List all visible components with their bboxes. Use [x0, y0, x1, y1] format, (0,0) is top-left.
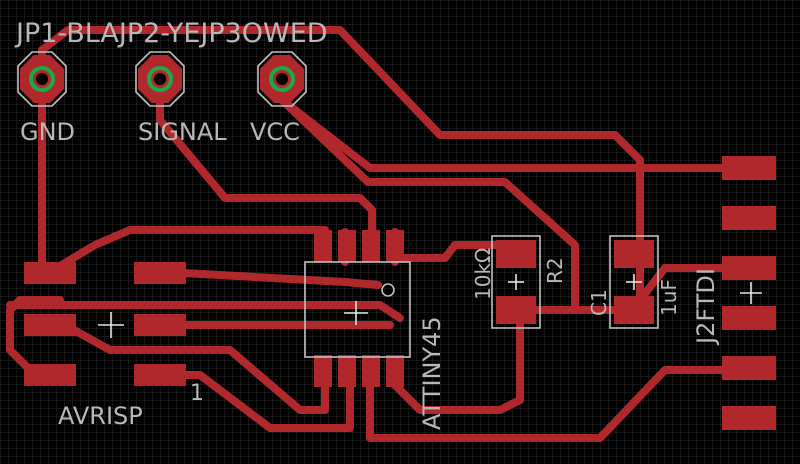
trace-isp-row1 — [161, 268, 382, 289]
ftdi-label: J2FTDI — [692, 268, 720, 346]
via-ring-vcc — [269, 66, 295, 92]
avrisp-pad-5 — [24, 364, 76, 386]
capacitor-pad-bottom — [614, 296, 654, 324]
silkscreen-text: JP1-BLAJP2-YEJP3OWED GND SIGNAL VCC AVRI… — [14, 18, 720, 430]
avrisp-pad-6 — [134, 364, 186, 386]
ic-pad-top-3 — [362, 230, 380, 262]
avrisp-label: AVRISP — [58, 402, 143, 430]
trace-isp-pin1 — [161, 356, 354, 432]
resistor-value: 10kΩ — [471, 248, 495, 300]
resistor-name: R2 — [543, 257, 567, 284]
trace-ftdi-row3 — [636, 264, 744, 304]
avrisp-pad-3 — [24, 314, 76, 336]
ic-pad-bottom-4 — [386, 355, 404, 387]
pin-label-signal: SIGNAL — [138, 118, 227, 146]
resistor-pad-bottom — [496, 296, 536, 324]
trace-bottom-to-ftdi-row5 — [366, 356, 744, 442]
trace-ic-to-resistor — [391, 241, 514, 262]
ic-label: ATTINY45 — [418, 316, 446, 430]
silkscreen — [98, 235, 762, 358]
capacitor-pad-top — [614, 240, 654, 268]
avrisp-pin1-marker: 1 — [190, 381, 204, 406]
ic-outline — [304, 261, 411, 358]
capacitor-outline — [609, 235, 659, 329]
ic-pad-top-4 — [386, 230, 404, 262]
trace-isp-miso — [61, 321, 329, 414]
ic-pad-bottom-1 — [314, 355, 332, 387]
pin-label-vcc: VCC — [250, 118, 300, 146]
ic-pad-top-1 — [314, 230, 332, 262]
trace-signal — [156, 76, 376, 259]
header-pin-gnd — [17, 51, 67, 107]
pin-label-gnd: GND — [20, 118, 75, 146]
copper-pads — [24, 156, 776, 430]
capacitor-origin-cross — [626, 274, 642, 290]
avrisp-pad-1 — [24, 262, 76, 284]
ftdi-pad-1 — [722, 156, 776, 180]
ic-pad-bottom-3 — [362, 355, 380, 387]
trace-gnd-header-to-isp — [38, 26, 644, 304]
avrisp-origin-cross — [98, 312, 124, 338]
ftdi-pad-4 — [722, 306, 776, 330]
resistor-origin-cross — [508, 274, 524, 290]
header-pin-vcc — [257, 51, 307, 107]
ftdi-pad-5 — [722, 356, 776, 380]
trace-wide-bottom-loop — [6, 296, 64, 384]
via-ring-gnd — [29, 66, 55, 92]
ftdi-pad-2 — [722, 206, 776, 230]
trace-vcc-to-resistor — [278, 96, 579, 314]
ic-pad-bottom-2 — [338, 355, 356, 387]
avrisp-pad-2 — [134, 262, 186, 284]
resistor-outline — [491, 235, 541, 329]
ic-origin-cross — [344, 301, 368, 325]
via-ring-signal — [147, 66, 173, 92]
resistor-pad-top — [496, 240, 536, 268]
ic-pad-top-2 — [338, 230, 356, 262]
ftdi-pad-6 — [722, 406, 776, 430]
trace-isp-row2-left — [6, 301, 404, 322]
capacitor-value: 1uF — [657, 279, 681, 316]
header-overlapped-labels: JP1-BLAJP2-YEJP3OWED — [14, 18, 328, 49]
ftdi-origin-cross — [740, 282, 762, 304]
capacitor-name: C1 — [587, 289, 611, 316]
ftdi-pad-3 — [722, 256, 776, 280]
header-pins — [17, 51, 307, 107]
copper-traces — [6, 26, 744, 442]
header-pin-signal — [135, 51, 185, 107]
avrisp-pad-4 — [134, 314, 186, 336]
ic-pin1-dot — [381, 283, 395, 297]
